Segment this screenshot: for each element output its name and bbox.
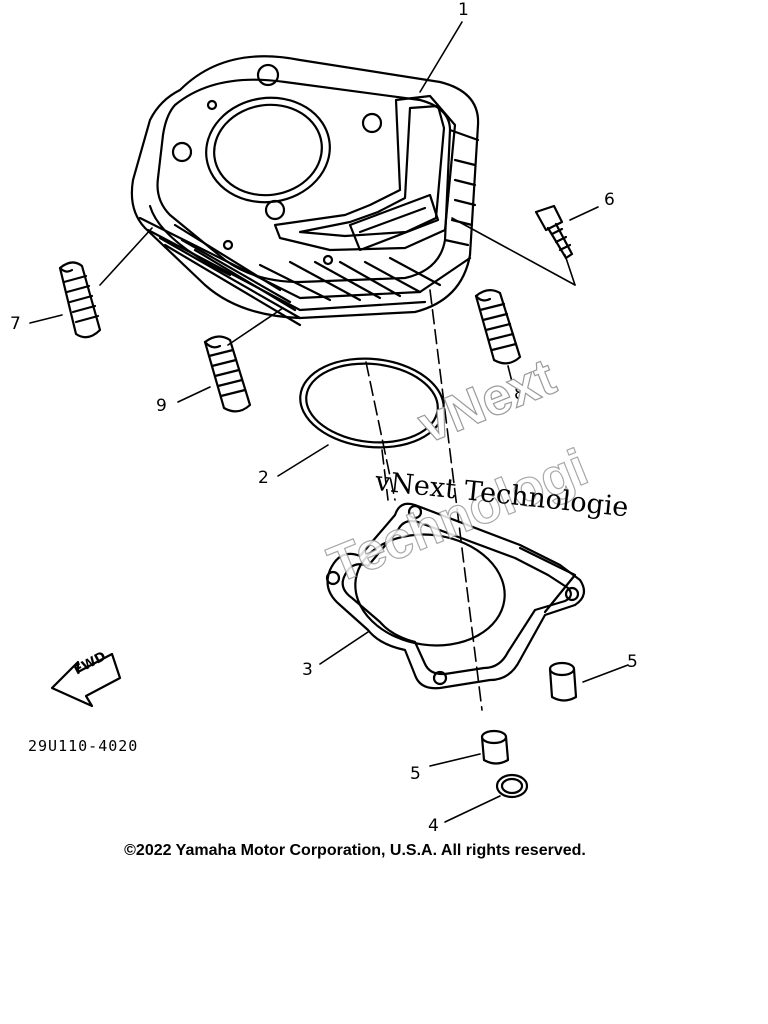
o-ring-4 [495,773,529,799]
leader-lines [29,21,629,823]
cylinder-block [130,55,480,327]
callout-4: 4 [428,816,439,836]
callout-3: 3 [302,660,313,680]
o-ring-2 [299,357,445,449]
callout-6: 6 [604,190,615,210]
callout-9: 9 [156,396,167,416]
callout-5-bottom: 5 [410,764,421,784]
callout-7: 7 [10,314,21,334]
diagram-part-number: 29U110-4020 [28,737,139,755]
dowel-pin-9 [203,335,252,413]
callout-2: 2 [258,468,269,488]
dowel-pin-7 [58,261,102,339]
bolt-6 [534,204,574,260]
callout-8: 8 [514,384,525,404]
callout-1: 1 [458,0,469,20]
callout-5-right: 5 [627,652,638,672]
copyright-notice: ©2022 Yamaha Motor Corporation, U.S.A. A… [124,842,586,859]
dowel-5-right [548,661,578,702]
dowel-pin-8 [474,289,522,365]
fwd-arrow-icon [50,652,122,708]
dowel-5-bottom [480,729,510,765]
gasket-3 [325,502,586,690]
